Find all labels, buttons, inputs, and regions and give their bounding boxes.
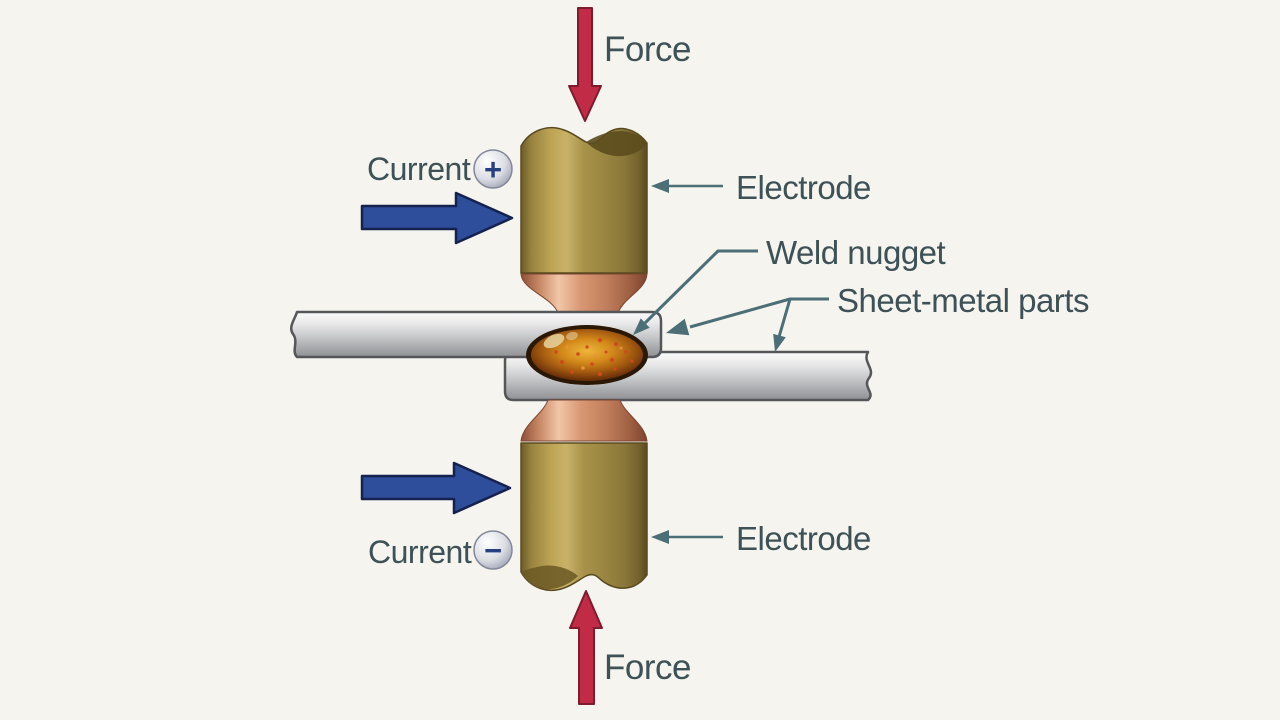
electrode-upper-rim-shadow bbox=[586, 131, 647, 157]
current-label-top: Current bbox=[367, 151, 471, 187]
plus-symbol: + bbox=[484, 152, 502, 187]
weld-nugget-sparks bbox=[554, 337, 634, 376]
current-label-bottom: Current bbox=[368, 534, 472, 570]
weld-nugget bbox=[526, 325, 648, 385]
electrode-label-top: Electrode bbox=[736, 169, 871, 206]
weld-nugget-sparks-bright bbox=[565, 345, 623, 370]
plus-badge-icon: + bbox=[473, 149, 513, 189]
electrode-tip-lower bbox=[520, 399, 648, 442]
current-out-arrow bbox=[360, 461, 512, 515]
weld-nugget-leader-arrow bbox=[633, 249, 758, 335]
electrode-bottom-leader-arrow bbox=[651, 530, 723, 544]
force-label-bottom: Force bbox=[604, 648, 691, 687]
electrode-lower bbox=[520, 442, 648, 592]
sheet-metal-leader-arrows bbox=[666, 297, 829, 352]
minus-symbol: − bbox=[484, 533, 502, 568]
current-in-arrow bbox=[360, 191, 514, 245]
electrode-top-leader-arrow bbox=[651, 179, 723, 193]
force-label-top: Force bbox=[604, 30, 691, 69]
force-up-arrow bbox=[569, 590, 603, 705]
electrode-lower-curl-shadow bbox=[521, 565, 578, 590]
electrode-upper bbox=[520, 126, 648, 274]
electrode-label-bottom: Electrode bbox=[736, 520, 871, 557]
weld-nugget-label: Weld nugget bbox=[766, 234, 946, 271]
sheet-metal-label: Sheet-metal parts bbox=[837, 282, 1089, 319]
minus-badge-icon: − bbox=[473, 530, 513, 570]
force-down-arrow bbox=[568, 7, 602, 122]
